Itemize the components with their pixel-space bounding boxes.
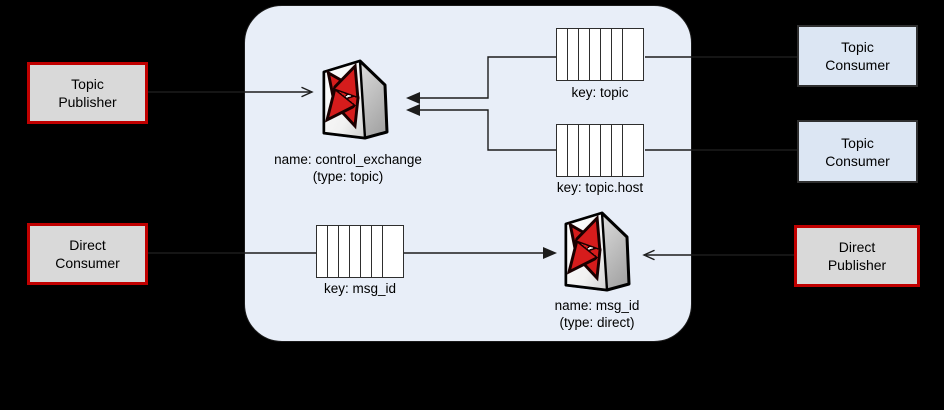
direct-exchange-name: name: msg_id bbox=[554, 298, 640, 313]
arrow-topic-queue-to-control-exchange bbox=[406, 56, 558, 104]
queue-msg-id bbox=[316, 225, 404, 278]
topic-publisher-box: Topic Publisher bbox=[27, 62, 148, 124]
direct-publisher-label-line1: Direct bbox=[838, 239, 876, 255]
queue-topic-host-label: key: topic.host bbox=[556, 180, 644, 195]
direct-exchange-type: (type: direct) bbox=[559, 315, 635, 330]
topic-exchange-type: (type: topic) bbox=[312, 169, 384, 184]
arrow-msg-id-queue-to-direct-exchange bbox=[404, 247, 557, 259]
topic-consumer-2-label-line2: Consumer bbox=[825, 152, 890, 169]
direct-publisher-label-line2: Publisher bbox=[827, 257, 887, 273]
direct-consumer-label-line1: Direct bbox=[69, 237, 106, 253]
queue-msg-id-label: key: msg_id bbox=[323, 281, 397, 296]
direct-publisher-box: Direct Publisher bbox=[794, 225, 920, 287]
topic-consumer-1-label-line1: Topic bbox=[841, 39, 874, 55]
arrow-topic-publisher-to-control-exchange bbox=[148, 86, 314, 98]
topic-consumer-1-label-line2: Consumer bbox=[825, 57, 890, 73]
topic-publisher-label-line1: Topic bbox=[71, 76, 104, 92]
topic-exchange-name: name: control_exchange bbox=[274, 152, 422, 167]
topic-consumer-2-box: Topic Consumer bbox=[797, 120, 918, 183]
arrow-topic-host-queue-to-control-exchange bbox=[406, 104, 558, 151]
queue-topic-host bbox=[556, 124, 644, 177]
direct-exchange-icon bbox=[566, 213, 629, 290]
topic-consumer-2-label-line1: Topic bbox=[841, 134, 874, 151]
arrow-direct-publisher-to-direct-exchange bbox=[642, 249, 794, 261]
topic-exchange-label: name: control_exchange (type: topic) bbox=[248, 151, 448, 185]
queue-topic-label: key: topic bbox=[571, 85, 629, 100]
topic-exchange-icon bbox=[324, 61, 387, 138]
queue-topic bbox=[556, 28, 644, 81]
topic-consumer-1-box: Topic Consumer bbox=[797, 25, 918, 87]
direct-consumer-box: Direct Consumer bbox=[27, 223, 148, 285]
direct-consumer-label-line2: Consumer bbox=[55, 255, 120, 271]
topic-publisher-label-line2: Publisher bbox=[58, 94, 117, 110]
direct-exchange-label: name: msg_id (type: direct) bbox=[497, 297, 697, 331]
